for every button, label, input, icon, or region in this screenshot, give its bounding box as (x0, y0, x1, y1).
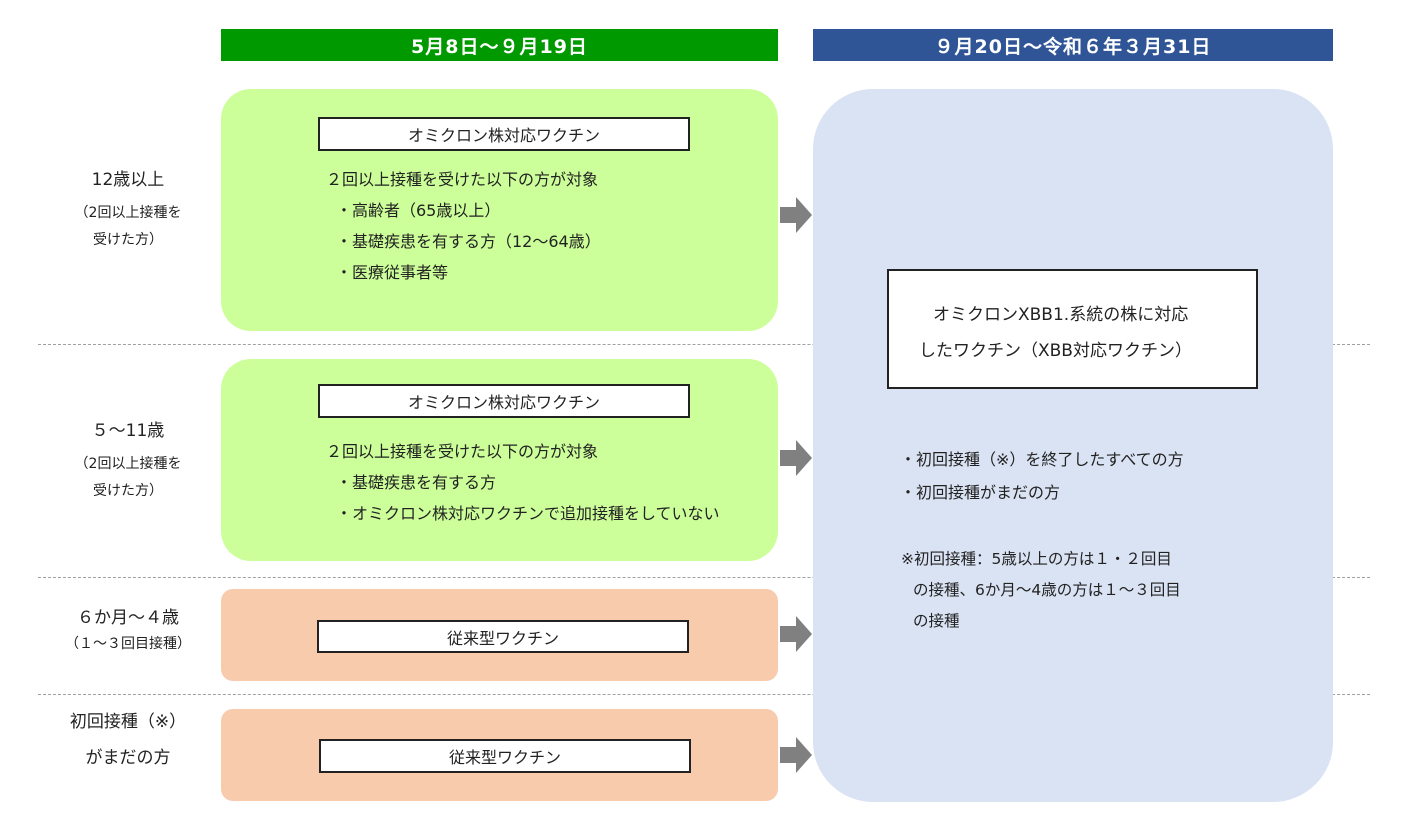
row-label-text: ５～11歳 (91, 421, 165, 441)
target-conditions: ２回以上接種を受けた以下の方が対象 ・基礎疾患を有する方 ・オミクロン株対応ワク… (326, 436, 720, 529)
row-divider (38, 694, 1370, 695)
row-label-text: がまだの方 (85, 748, 171, 768)
target-item: ・医療従事者等 (336, 263, 449, 282)
row-label-text: 初回接種（※） (69, 712, 187, 732)
target-heading: ２回以上接種を受けた以下の方が対象 (326, 442, 599, 461)
row-label-sub-line: 受けた方） (93, 232, 163, 248)
row-divider (38, 577, 1370, 578)
xbb-target-item: ・初回接種がまだの方 (900, 483, 1061, 502)
row-label-sub: （2回以上接種を 受けた方） (48, 451, 208, 505)
row-label-6mto4: ６か月～４歳 （１～３回目接種） (38, 610, 218, 658)
right-arrow-icon (780, 197, 812, 233)
xbb-target-item: ・初回接種（※）を終了したすべての方 (900, 450, 1184, 469)
row-label-sub-line: （2回以上接種を (74, 456, 182, 472)
row-label-5to11: ５～11歳 （2回以上接種を 受けた方） (48, 423, 208, 505)
row-label-12plus: 12歳以上 （2回以上接種を 受けた方） (48, 172, 208, 254)
period2-header: ９月20日～令和６年３月31日 (813, 29, 1333, 61)
row-label-text: 12歳以上 (91, 170, 165, 190)
target-item: ・高齢者（65歳以上） (336, 201, 501, 220)
note-line: ※初回接種：5歳以上の方は１・２回目 (901, 550, 1172, 568)
row-label-sub-line: 受けた方） (93, 483, 163, 499)
initial-vaccination-note: ※初回接種：5歳以上の方は１・２回目 の接種、6か月～4歳の方は１～３回目 の接… (901, 544, 1181, 637)
vaccine-name-label: オミクロン株対応ワクチン (318, 384, 690, 418)
xbb-vaccine-label: オミクロンXBB1.系統の株に対応 したワクチン（XBB対応ワクチン） (887, 269, 1258, 389)
target-item: ・基礎疾患を有する方 (336, 473, 497, 492)
vaccine-name-label: オミクロン株対応ワクチン (318, 117, 690, 151)
right-arrow-icon (780, 737, 812, 773)
target-heading: ２回以上接種を受けた以下の方が対象 (326, 170, 599, 189)
xbb-panel (813, 89, 1333, 802)
target-item: ・基礎疾患を有する方（12～64歳） (336, 232, 601, 251)
target-item: ・オミクロン株対応ワクチンで追加接種をしていない (336, 504, 720, 523)
vaccine-name-label: 従来型ワクチン (317, 620, 689, 653)
note-line: の接種 (913, 612, 960, 630)
target-conditions: ２回以上接種を受けた以下の方が対象 ・高齢者（65歳以上） ・基礎疾患を有する方… (326, 164, 601, 288)
xbb-vaccine-line: したワクチン（XBB対応ワクチン） (919, 341, 1192, 361)
xbb-vaccine-line: オミクロンXBB1.系統の株に対応 (933, 305, 1189, 325)
row-label-sub: （2回以上接種を 受けた方） (48, 200, 208, 254)
right-arrow-icon (780, 616, 812, 652)
xbb-targets: ・初回接種（※）を終了したすべての方 ・初回接種がまだの方 (900, 443, 1184, 509)
row-label-unvaccinated: 初回接種（※） がまだの方 (38, 704, 218, 776)
row-label-text: ６か月～４歳 (77, 608, 179, 628)
row-label-sub-line: （2回以上接種を (74, 205, 182, 221)
note-line: の接種、6か月～4歳の方は１～３回目 (913, 581, 1181, 599)
right-arrow-icon (780, 440, 812, 476)
row-divider (38, 344, 1370, 345)
row-label-sub: （１～３回目接種） (65, 636, 191, 652)
vaccine-name-label: 従来型ワクチン (319, 739, 691, 773)
period1-header: 5月8日～９月19日 (221, 29, 778, 61)
